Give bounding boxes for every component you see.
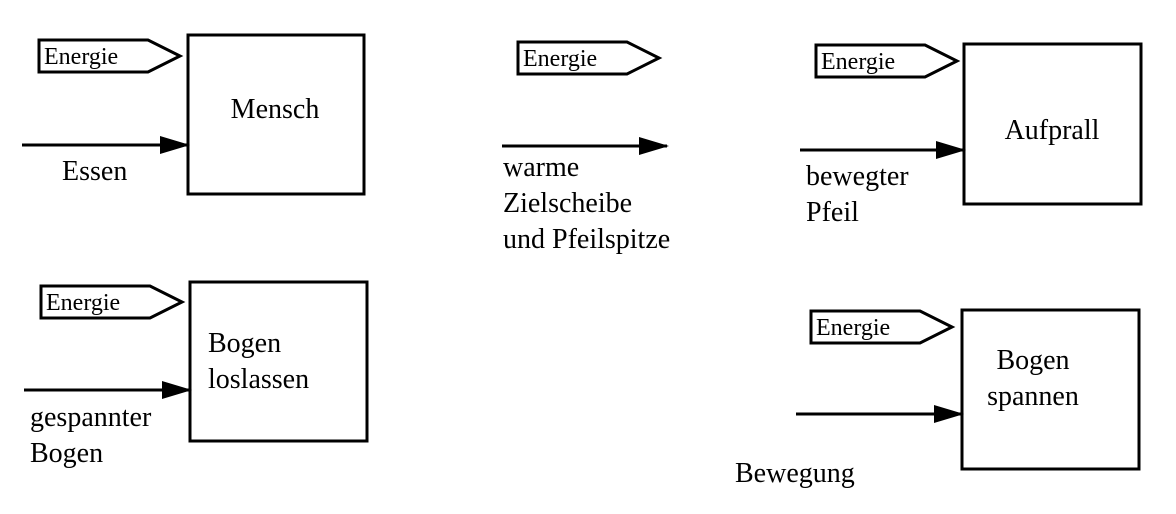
bogen-loslassen-input-line-2: Bogen <box>30 438 103 469</box>
energy-tag-shape <box>814 43 961 79</box>
target-block: Energie warme Zielscheibe und Pfeilspitz… <box>502 40 670 255</box>
target-input-line-2: Zielscheibe <box>503 188 632 219</box>
target-input-line-3: und Pfeilspitze <box>503 224 670 255</box>
mensch-box-label: Mensch <box>231 94 320 125</box>
target-input-line-1: warme <box>503 152 579 183</box>
bogen-loslassen-box <box>188 280 369 443</box>
mensch-box <box>186 33 366 196</box>
energy-tag-label: Energie <box>821 49 895 75</box>
bogen-spannen-block: Energie Bogen spannen Bewegung <box>735 308 1141 489</box>
bogen-spannen-box-line-1: Bogen <box>996 345 1069 376</box>
energy-tag-shape <box>516 40 663 76</box>
bogen-loslassen-box-line-1: Bogen <box>208 328 281 359</box>
aufprall-block: Energie Aufprall bewegter Pfeil <box>800 42 1143 228</box>
energy-tag-shape <box>39 284 186 320</box>
energy-tag-shape <box>809 309 956 345</box>
energy-tag-label: Energie <box>46 290 120 316</box>
bogen-loslassen-box-line-2: loslassen <box>208 364 309 395</box>
energy-tag-label: Energie <box>44 44 118 70</box>
energy-tag-shape <box>37 38 184 74</box>
bogen-spannen-box-line-2: spannen <box>987 381 1079 412</box>
aufprall-box <box>962 42 1143 206</box>
bogen-spannen-input-label: Bewegung <box>735 458 855 489</box>
bogen-spannen-box <box>960 308 1141 471</box>
bogen-loslassen-block: Energie Bogen loslassen gespannter Bogen <box>24 280 369 469</box>
mensch-input-label: Essen <box>62 156 127 187</box>
energy-tag-label: Energie <box>816 315 890 341</box>
aufprall-input-line-1: bewegter <box>806 161 909 192</box>
energy-tag-label: Energie <box>523 46 597 72</box>
aufprall-input-line-2: Pfeil <box>806 197 859 228</box>
bogen-loslassen-input-line-1: gespannter <box>30 402 152 433</box>
mensch-block: Energie Mensch Essen <box>22 33 366 196</box>
aufprall-box-label: Aufprall <box>1005 115 1100 146</box>
